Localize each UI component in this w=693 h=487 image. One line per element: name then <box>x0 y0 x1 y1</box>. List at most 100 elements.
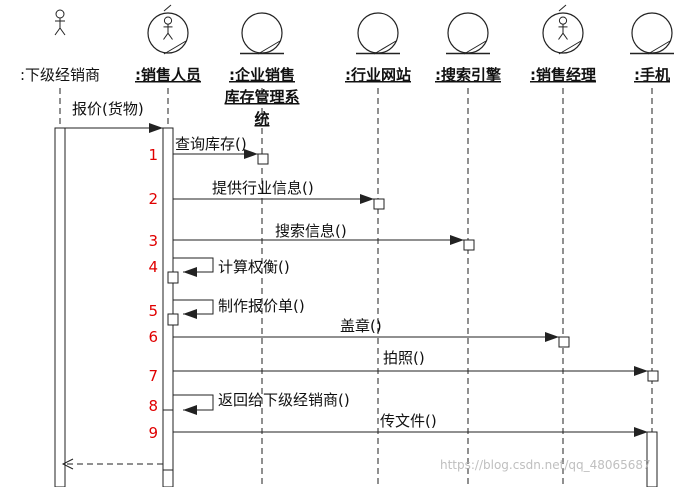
message-4: 计算权衡() 4 <box>148 257 290 284</box>
message-label: 提供行业信息() <box>212 179 314 197</box>
actor-leg <box>562 32 568 40</box>
message-label: 拍照() <box>383 349 425 367</box>
business-entity-icon <box>240 12 284 55</box>
arrowhead <box>149 123 163 133</box>
arrowhead <box>183 267 197 277</box>
activation-bar-return <box>162 409 174 471</box>
icon-slash <box>163 40 187 55</box>
actor-leg <box>167 32 173 40</box>
icon-tick <box>558 4 567 12</box>
participant-label: :销售经理 <box>530 66 596 84</box>
participant-label: 库存管理系 <box>224 88 299 106</box>
business-entity-icon <box>446 12 490 55</box>
participant-5: :销售经理 <box>530 4 596 487</box>
actor-leg <box>558 32 564 40</box>
actor-leg <box>54 27 61 36</box>
actor-leg <box>59 27 66 36</box>
arrowhead <box>450 235 464 245</box>
arrowhead <box>360 194 374 204</box>
message-number: 5 <box>148 302 158 320</box>
icon-circle <box>542 12 584 54</box>
business-entity-icon <box>356 12 400 55</box>
actor-head <box>558 16 568 25</box>
participant-label: :搜索引擎 <box>435 66 501 84</box>
message-3: 搜索信息() 3 <box>148 222 475 251</box>
message-number: 1 <box>148 146 158 164</box>
participant-label: :行业网站 <box>345 66 411 84</box>
icon-tick <box>163 4 172 12</box>
icon-slash <box>373 40 397 55</box>
arrowhead <box>183 405 197 415</box>
message-0: 报价(货物) <box>65 100 163 129</box>
actor-leg <box>163 32 169 40</box>
icon-circle <box>631 12 673 54</box>
message-label: 搜索信息() <box>275 222 347 240</box>
icon-circle <box>447 12 489 54</box>
activation-box <box>463 239 475 251</box>
activation-box <box>373 198 385 210</box>
icon-circle <box>241 12 283 54</box>
message-1: 查询库存() 1 <box>148 135 269 165</box>
activation-bar-phone <box>646 431 658 487</box>
icon-slash <box>257 40 281 55</box>
message-label: 报价(货物) <box>72 100 144 118</box>
message-label: 计算权衡() <box>218 258 290 276</box>
icon-slash <box>463 40 487 55</box>
arrowhead <box>244 149 258 159</box>
self-message-arrow <box>173 394 214 411</box>
message-7: 拍照() 7 <box>148 349 659 385</box>
business-worker-icon <box>542 4 584 55</box>
message-label: 盖章() <box>340 317 382 335</box>
return-arrowhead <box>61 458 74 470</box>
participant-4: :搜索引擎 <box>435 12 501 487</box>
actor-head <box>55 9 65 19</box>
icon-circle <box>147 12 189 54</box>
activation-bar-sales <box>162 127 174 487</box>
participant-label: :下级经销商 <box>20 66 100 84</box>
activation-box <box>558 336 570 348</box>
message-9: 传文件() 9 <box>148 412 648 442</box>
message-6: 盖章() 6 <box>148 317 570 348</box>
actor-icon <box>54 9 66 36</box>
actor-head <box>163 16 173 25</box>
participant-label: :企业销售 <box>229 66 295 84</box>
business-entity-icon <box>630 12 674 55</box>
activation-box <box>257 153 269 165</box>
participant-3: :行业网站 <box>345 12 411 487</box>
business-worker-icon <box>147 4 189 55</box>
message-number: 7 <box>148 367 158 385</box>
arrowhead <box>634 366 648 376</box>
participant-label: :手机 <box>634 66 670 84</box>
icon-slash <box>558 40 582 55</box>
message-2: 提供行业信息() 2 <box>148 179 385 210</box>
message-10 <box>61 458 163 470</box>
message-8: 返回给下级经销商() 8 <box>148 391 349 415</box>
activation-box <box>167 271 179 284</box>
message-number: 3 <box>148 232 158 250</box>
message-label: 制作报价单() <box>218 297 305 315</box>
message-5: 制作报价单() 5 <box>148 297 305 326</box>
participant-6: :手机 <box>630 12 674 487</box>
activation-box <box>647 370 659 382</box>
icon-circle <box>357 12 399 54</box>
participant-label: :销售人员 <box>135 66 201 84</box>
self-message-arrow <box>173 299 214 315</box>
message-number: 8 <box>148 397 158 415</box>
watermark: https://blog.csdn.net/qq_48065687 <box>440 458 651 472</box>
message-number: 9 <box>148 424 158 442</box>
message-number: 4 <box>148 258 158 276</box>
activation-bar-dealer <box>54 127 66 487</box>
arrowhead <box>634 427 648 437</box>
arrowhead <box>183 309 197 319</box>
message-number: 6 <box>148 328 158 346</box>
message-label: 返回给下级经销商() <box>218 391 350 409</box>
message-label: 查询库存() <box>175 135 247 153</box>
activation-box <box>167 313 179 326</box>
self-message-arrow <box>173 257 214 273</box>
arrowhead <box>545 332 559 342</box>
message-number: 2 <box>148 190 158 208</box>
message-label: 传文件() <box>380 412 437 430</box>
